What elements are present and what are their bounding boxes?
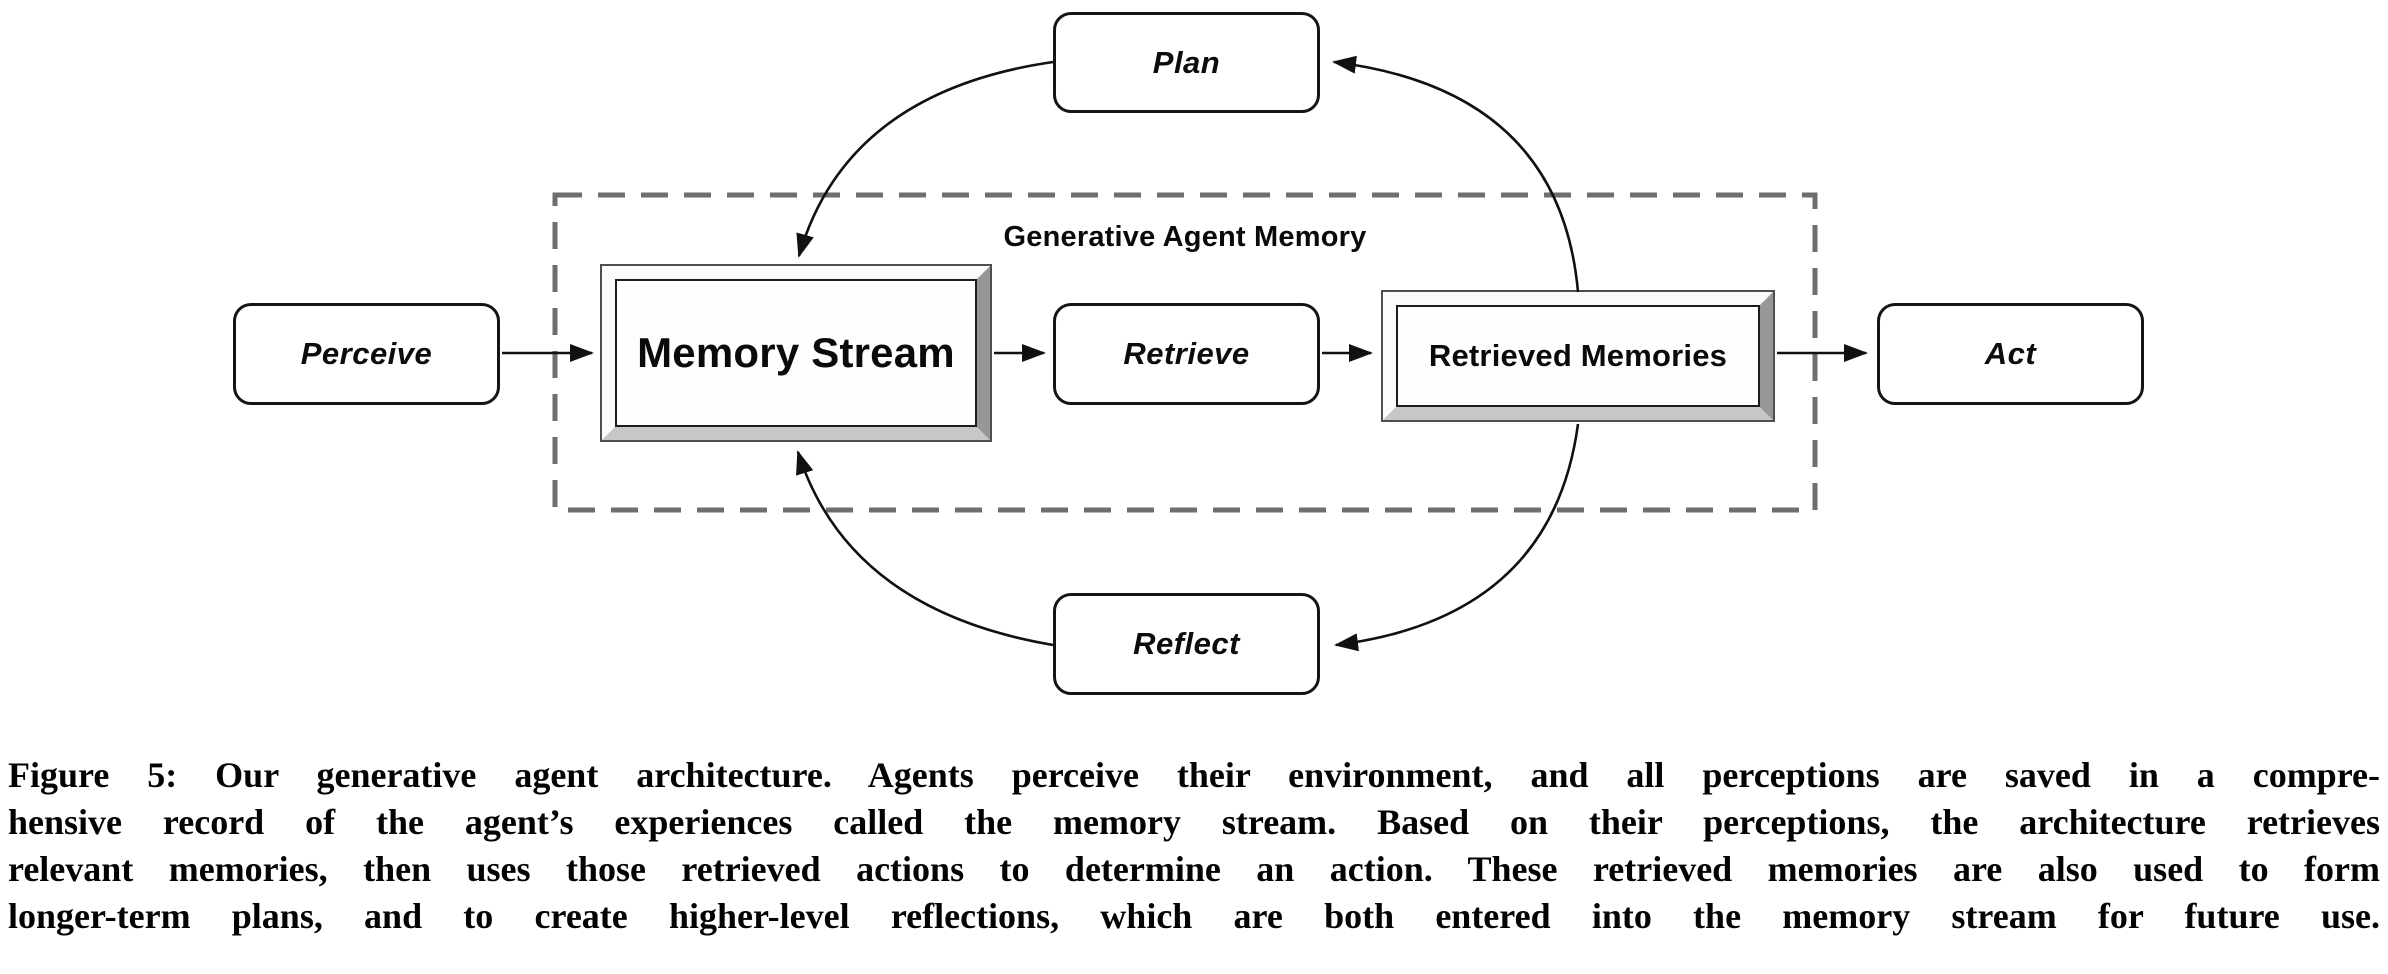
memory-stream-inner: Memory Stream (615, 279, 977, 427)
reflect-box: Reflect (1053, 593, 1320, 695)
retrieved-memories-inner: Retrieved Memories (1396, 305, 1760, 407)
retrieved-memories-label: Retrieved Memories (1428, 338, 1728, 373)
perceive-label: Perceive (300, 336, 433, 371)
arrow-reflect-to-memory-stream (796, 450, 1054, 647)
figure-caption: Figure 5: Our generative agent architect… (8, 752, 2380, 940)
caption-line-3: relevant memories, then uses those retri… (8, 849, 2380, 889)
retrieved-memories-box: Retrieved Memories (1381, 290, 1775, 422)
memory-stream-label: Memory Stream (637, 329, 955, 376)
retrieve-label: Retrieve (1123, 336, 1250, 371)
caption-line-1: Figure 5: Our generative agent architect… (8, 755, 2380, 795)
plan-label: Plan (1152, 44, 1221, 80)
caption-line-4: longer-term plans, and to create higher-… (8, 896, 2380, 936)
caption-line-2: hensive record of the agent’s experience… (8, 802, 2380, 842)
arrow-retrieved-memories-to-reflect (1334, 423, 1580, 652)
act-label: Act (1984, 336, 2037, 371)
memory-region-label: Generative Agent Memory (1003, 221, 1367, 253)
act-box: Act (1877, 303, 2144, 405)
memory-stream-box: Memory Stream (600, 264, 992, 442)
arrow-retrieved-memories-to-plan (1332, 55, 1580, 293)
perceive-box: Perceive (233, 303, 500, 405)
plan-box: Plan (1053, 12, 1320, 113)
reflect-label: Reflect (1133, 626, 1240, 661)
retrieve-box: Retrieve (1053, 303, 1320, 405)
